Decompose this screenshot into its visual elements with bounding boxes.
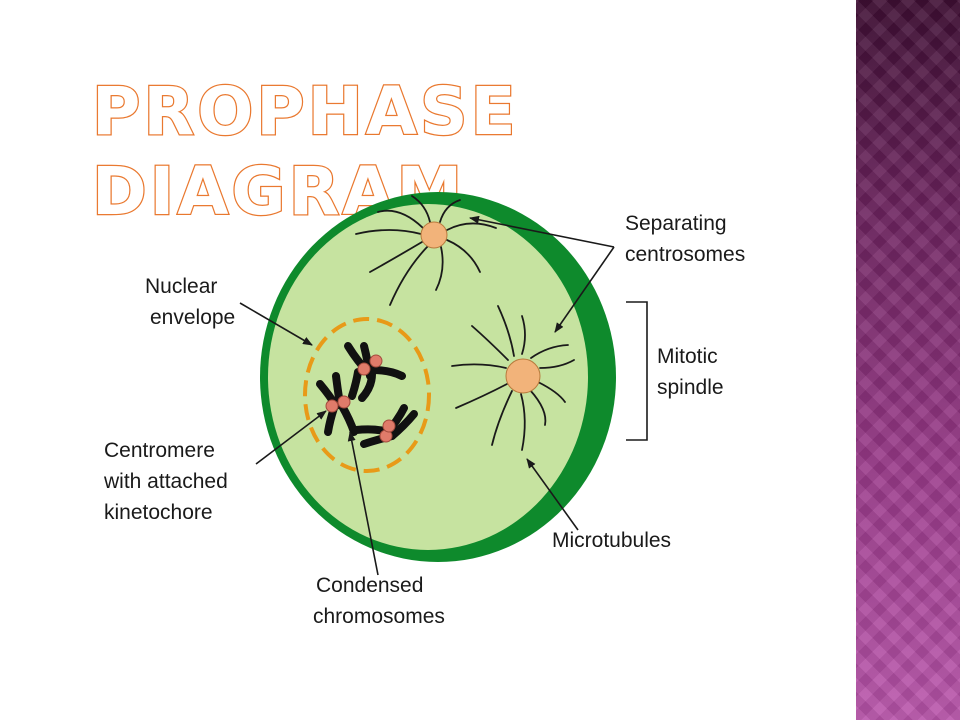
slide-title: Prophase Diagram: [91, 72, 519, 232]
centromeres: [325, 354, 396, 443]
label-nuclear-envelope: Nuclear envelope: [145, 275, 235, 329]
arrow-microtubules: [526, 458, 579, 531]
prophase-diagram: Separating centrosomes Nuclear envelope …: [103, 192, 745, 628]
arrow-condensed-chromosomes: [347, 431, 379, 576]
label-mitotic-spindle: Mitotic spindle: [657, 345, 724, 399]
nuclear-envelope: [303, 317, 431, 473]
centromere: [382, 419, 396, 433]
arrow-centromere: [255, 410, 327, 465]
centromere: [357, 362, 371, 376]
leader-lines: [239, 215, 648, 576]
top-centrosome: [420, 221, 448, 249]
lower-centrosome: [505, 358, 541, 394]
condensed-chromosomes: [316, 342, 418, 448]
centromere: [325, 399, 339, 413]
arrow-centrosome-lower: [554, 246, 615, 333]
decorative-sidebar: [856, 0, 960, 720]
label-separating-centrosomes: Separating centrosomes: [625, 212, 745, 266]
arrow-centrosome-top: [469, 215, 615, 248]
label-condensed-chromosomes: Condensed chromosomes: [313, 574, 445, 628]
label-centromere: Centromere with attached kinetochore: [103, 439, 234, 524]
arrow-nuclear-envelope: [239, 302, 313, 346]
centromere: [369, 354, 383, 368]
label-microtubules: Microtubules: [552, 529, 671, 552]
centromere: [337, 395, 351, 409]
mitotic-spindle-bracket: [626, 301, 648, 441]
lower-centrosome-microtubules: [451, 305, 575, 451]
